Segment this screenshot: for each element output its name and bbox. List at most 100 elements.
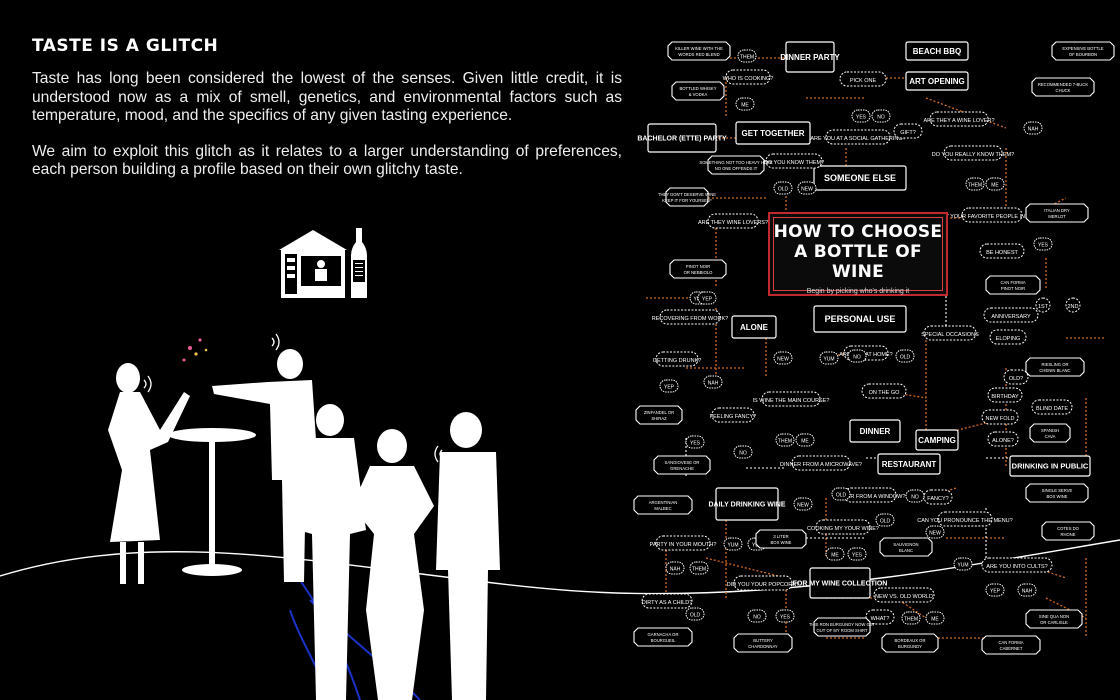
wine-pick-17: SAUVIGNON xyxy=(893,542,918,547)
answer-3-shape xyxy=(871,109,891,123)
question-20-shape xyxy=(655,535,711,551)
answer-9-shape xyxy=(965,177,985,191)
flowchart-title-line-1: HOW TO CHOOSE xyxy=(773,222,943,242)
answer-26: NAH xyxy=(670,567,681,573)
question-36: ALONE? xyxy=(992,438,1014,444)
question-19: COOKING MY YOUR WINE? xyxy=(807,526,879,532)
answer-23: NEW xyxy=(797,503,809,509)
wine-pick-1: EXPENSIVE BOTTLE xyxy=(1062,46,1103,51)
wine-pick-21-shape xyxy=(813,617,871,637)
primary-box-13: FOR MY WINE COLLECTION xyxy=(793,580,888,587)
answer-14: NEW xyxy=(777,357,789,363)
article: TASTE IS A GLITCH Taste has long been co… xyxy=(32,36,622,197)
wine-pick-22-line2: BURGUNDY xyxy=(898,644,922,649)
answer-19: ME xyxy=(801,439,809,445)
primary-box-5: GET TOGETHER xyxy=(742,129,805,138)
wine-pick-14-shape xyxy=(633,495,693,515)
question-13: ARE YOU AT HOME? xyxy=(839,352,893,358)
primary-box-3: BEACH BBQ xyxy=(913,47,961,56)
answer-19-shape xyxy=(795,433,815,447)
question-34: BLIND DATE xyxy=(1036,406,1068,412)
primary-box-8: DINNER xyxy=(860,427,891,436)
wine-pick-16-shape xyxy=(1041,521,1095,541)
answer-35: NAH xyxy=(1022,589,1033,595)
question-22-shape xyxy=(981,557,1053,573)
question-10-shape xyxy=(659,309,721,325)
wine-pick-13-line2: BOX WINE xyxy=(1047,494,1068,499)
primary-box-11: DRINKING IN PUBLIC xyxy=(1012,462,1089,471)
answer-36-shape xyxy=(901,611,921,625)
answer-15-shape xyxy=(819,351,839,365)
question-7: DO YOU REALLY KNOW THEM? xyxy=(932,152,1014,158)
wine-pick-21-line2: OUT OF MY ROOM SHIRT xyxy=(817,628,868,633)
wine-pick-17-shape xyxy=(879,537,933,557)
question-34-shape xyxy=(1031,399,1073,415)
question-5: GIFT? xyxy=(900,130,916,136)
connector-24 xyxy=(925,487,957,499)
question-22: ARE YOU INTO CULTS? xyxy=(986,564,1047,570)
wine-pick-11-shape xyxy=(653,455,711,475)
primary-box-5-shape xyxy=(735,121,811,145)
question-25: NEW VS. OLD WORLD xyxy=(875,594,933,600)
connector-32 xyxy=(1005,557,1067,579)
wine-pick-13-shape xyxy=(1025,483,1089,503)
answer-32-shape xyxy=(925,525,945,539)
question-5-shape xyxy=(893,123,923,139)
question-32: 2ND xyxy=(1067,304,1078,310)
flowchart-title-box: HOW TO CHOOSE A BOTTLE OF WINE Begin by … xyxy=(768,212,948,296)
wine-pick-15-line2: BOX WINE xyxy=(771,540,792,545)
answer-0-shape xyxy=(737,49,757,63)
question-18: FANCY? xyxy=(927,496,948,502)
answer-13-shape xyxy=(895,349,915,363)
question-1: PICK ONE xyxy=(850,78,877,84)
question-28-shape xyxy=(983,307,1039,323)
primary-box-6-shape xyxy=(647,123,717,153)
wine-pick-5: SOMETHING NOT TOO HEAVY HOPE xyxy=(699,160,773,165)
answer-8: NAH xyxy=(1028,127,1039,133)
wine-pick-0: KILLER WINE WITH THE xyxy=(675,46,723,51)
question-33: BIRTHDAY xyxy=(991,394,1019,400)
wine-pick-4-shape xyxy=(665,187,709,207)
primary-box-9-shape xyxy=(915,429,959,451)
article-paragraph-2: We aim to exploit this glitch as it rela… xyxy=(32,142,622,179)
answer-39: NO xyxy=(753,615,761,621)
wine-pick-13: SINGLE SERVE xyxy=(1042,488,1073,493)
question-19-shape xyxy=(815,519,871,535)
answer-38: YES xyxy=(780,615,791,621)
question-2-shape xyxy=(825,129,891,145)
question-16: DINNER FROM A MICROWAVE? xyxy=(780,462,862,468)
question-11: GETTING DRUNK? xyxy=(653,358,702,364)
primary-box-0-shape xyxy=(813,165,907,191)
wine-pick-11-line2: GRENACHE xyxy=(670,466,694,471)
answer-36: THEM xyxy=(904,617,918,623)
wine-pick-15: 3 LITER xyxy=(773,534,788,539)
answer-16-shape xyxy=(659,379,679,393)
answer-3: NO xyxy=(877,115,885,121)
wine-pick-15-shape xyxy=(755,529,807,549)
wine-pick-6-line2: MERLOT xyxy=(1048,214,1066,219)
answer-11-shape xyxy=(1033,237,1053,251)
wine-pick-3-shape xyxy=(1031,77,1095,97)
question-2: ARE YOU AT A SOCIAL GATHERING? xyxy=(810,136,905,142)
primary-box-1: PERSONAL USE xyxy=(825,314,896,324)
wine-pick-4-line2: KEEP IT FOR YOURSELF xyxy=(662,198,712,203)
answer-1-shape xyxy=(735,97,755,111)
answer-21-shape xyxy=(733,445,753,459)
answer-0: THEM xyxy=(740,55,754,61)
question-25-shape xyxy=(873,587,935,603)
answer-29-shape xyxy=(847,547,867,561)
primary-box-0: SOMEONE ELSE xyxy=(824,173,896,183)
wine-pick-19: GARNACHA OR xyxy=(648,632,679,637)
answer-4-shape xyxy=(773,181,793,195)
question-9-shape xyxy=(979,243,1025,259)
question-35-shape xyxy=(981,409,1019,425)
primary-box-11-shape xyxy=(1009,455,1091,477)
wine-pick-4: THEY DON'T DESERVE WINE xyxy=(658,192,716,197)
primary-box-4: ART OPENING xyxy=(909,77,965,86)
question-9: BE HONEST xyxy=(986,250,1018,256)
question-0-shape xyxy=(725,69,771,85)
answer-24-shape xyxy=(723,537,743,551)
wine-pick-8: CAN FORMA xyxy=(1000,280,1025,285)
